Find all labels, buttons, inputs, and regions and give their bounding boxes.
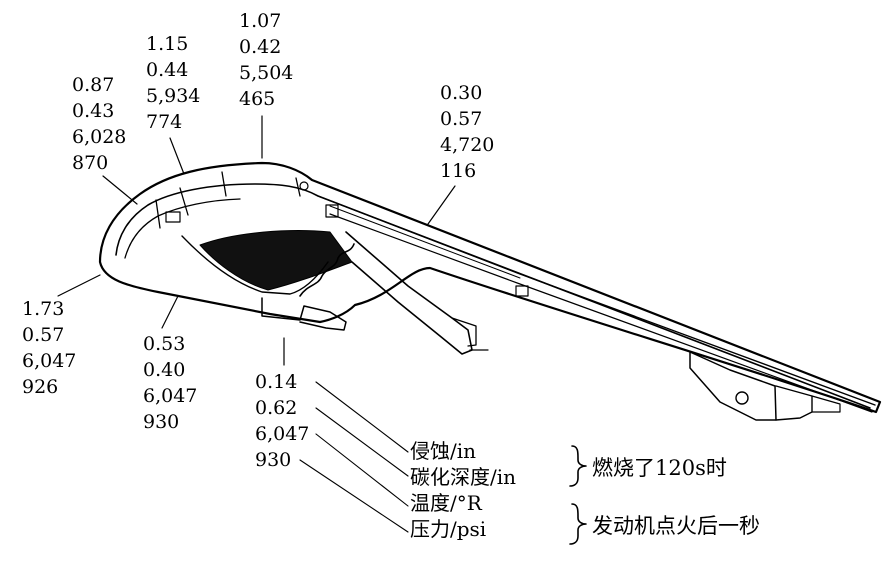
seal-block: [261, 297, 347, 331]
readout-char-depth: 0.57: [22, 324, 65, 346]
readout-temperature: 5,934: [146, 85, 201, 107]
note-after-ignition: 发动机点火后一秒: [592, 514, 760, 538]
legend-temperature: 温度/°R: [410, 491, 482, 515]
readout-temperature: 6,047: [22, 350, 77, 372]
leader-6: [161, 295, 179, 329]
readout-char-depth: 0.40: [143, 359, 186, 381]
fitting-3: [515, 285, 529, 297]
readout-temperature: 6,028: [72, 126, 127, 148]
legend-char-depth: 碳化深度/in: [410, 465, 517, 489]
readout-erosion: 0.30: [440, 82, 483, 104]
fitting-4: [299, 181, 309, 191]
legend-leader-3: [315, 433, 409, 507]
readout-char-depth: 0.44: [146, 59, 189, 81]
readout-erosion: 1.15: [146, 33, 189, 55]
readout-erosion: 1.73: [22, 298, 65, 320]
segment-line-3: [221, 171, 227, 197]
fitting-1: [165, 211, 181, 223]
leader-3: [102, 175, 138, 205]
readout-pressure: 870: [72, 152, 109, 174]
note-after-burn: 燃烧了120s时: [592, 456, 727, 480]
bracket-hole: [735, 391, 749, 405]
segment-line-2: [179, 187, 189, 216]
strut-flange: [451, 317, 477, 347]
readout-pressure: 930: [255, 449, 292, 471]
support-strut: [345, 231, 473, 355]
readout-char-depth: 0.57: [440, 108, 483, 130]
readout-pressure: 930: [143, 411, 180, 433]
readout-erosion: 0.14: [255, 371, 298, 393]
exit-cone-strip: [317, 195, 876, 406]
readout-char-depth: 0.62: [255, 397, 298, 419]
readout-temperature: 6,047: [255, 423, 310, 445]
readout-char-depth: 0.42: [239, 36, 282, 58]
leader-5: [57, 274, 101, 297]
leader-2: [169, 137, 185, 175]
brace-bottom: [569, 503, 587, 545]
readout-nozzle-underside: 0.53 0.40 6,047 930: [143, 331, 197, 435]
brace-top: [569, 445, 587, 487]
readout-nozzle-upper-left: 1.15 0.44 5,934 774: [146, 31, 200, 135]
readout-nozzle-nose: 1.73 0.57 6,047 926: [22, 296, 76, 400]
legend-leader-1: [315, 381, 409, 453]
readout-exit-cone: 0.30 0.57 4,720 116: [440, 80, 494, 184]
aft-bracket: [689, 351, 777, 421]
throat-inner-curve: [181, 235, 329, 295]
readout-pressure: 774: [146, 111, 183, 133]
throat-hatched-region: [199, 230, 353, 291]
fitting-2: [325, 204, 339, 218]
legend-leader-4: [299, 459, 409, 533]
legend-erosion: 侵蚀/in: [410, 439, 477, 463]
legend: 侵蚀/in 碳化深度/in 温度/°R 压力/psi: [410, 438, 516, 542]
readout-temperature: 4,720: [440, 134, 495, 156]
readout-erosion: 0.87: [72, 74, 115, 96]
readout-erosion: 0.53: [143, 333, 186, 355]
readout-nozzle-top: 1.07 0.42 5,504 465: [239, 8, 293, 112]
legend-pressure: 压力/psi: [410, 517, 487, 541]
nozzle-inner-liner: [115, 183, 871, 409]
aft-tail: [811, 395, 841, 413]
readout-pressure: 116: [440, 160, 477, 182]
readout-pressure: 465: [239, 88, 276, 110]
readout-char-depth: 0.43: [72, 100, 115, 122]
wavy-seal: [299, 243, 355, 297]
leader-4: [427, 185, 456, 225]
readout-nozzle-left-shoulder: 0.87 0.43 6,028 870: [72, 72, 126, 176]
readout-pressure: 926: [22, 376, 59, 398]
readout-throat: 0.14 0.62 6,047 930: [255, 369, 309, 473]
readout-erosion: 1.07: [239, 10, 282, 32]
exit-cone-strip-3: [329, 205, 521, 279]
segment-line-1: [155, 199, 161, 229]
exit-cone-strip-2: [329, 213, 873, 413]
segment-line-4: [295, 177, 301, 197]
legend-leader-2: [315, 407, 409, 477]
readout-temperature: 5,504: [239, 62, 294, 84]
readout-temperature: 6,047: [143, 385, 198, 407]
aft-flange: [775, 385, 813, 421]
